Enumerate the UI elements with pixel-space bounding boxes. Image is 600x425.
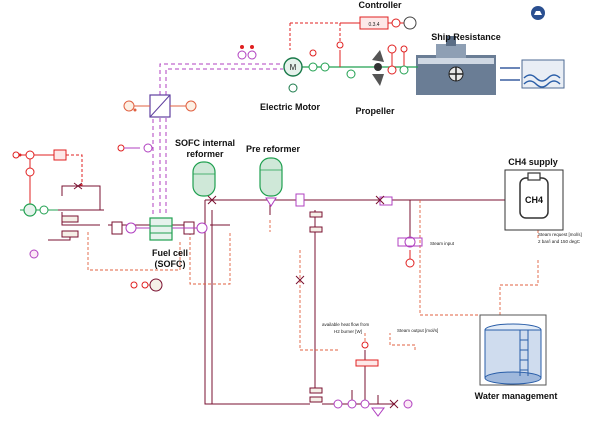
top-right-icon: [531, 6, 545, 20]
ch4-supply-label: CH4 supply: [508, 157, 558, 167]
valves: [73, 182, 399, 409]
steam-output-sensors: [333, 341, 413, 417]
propeller: [372, 44, 409, 86]
power-meter: [237, 45, 257, 60]
misc-sensors: [18, 108, 137, 157]
ch4-supply-block: CH4: [504, 169, 564, 231]
sofc-internal-reformer: [192, 161, 216, 197]
electric-motor: M: [283, 41, 356, 93]
fluid-lines: [48, 185, 505, 405]
ship-resistance-label: Ship Resistance: [431, 32, 501, 42]
controller-block: 0.3.4: [289, 16, 417, 50]
ship-resistance-block: [416, 36, 565, 95]
propeller-label: Propeller: [355, 106, 395, 116]
motor-mark: M: [290, 63, 297, 72]
steam-request-annotation-2: 2 bar/i and 150 degC: [538, 239, 581, 244]
sofc-internal-label-line2: reformer: [186, 149, 224, 159]
electric-motor-label: Electric Motor: [260, 102, 321, 112]
available-heat-annotation-2: H2 burner [W]: [334, 329, 362, 334]
fuel-cell-label-line2: (SOFC): [155, 259, 186, 269]
pre-reformer: [259, 157, 283, 207]
pre-reformer-label: Pre reformer: [246, 144, 301, 154]
available-heat-annotation-1: available heat flow from: [322, 322, 370, 327]
heat-exchangers: [61, 193, 393, 403]
controller-box-text: 0.3.4: [368, 22, 379, 28]
steam-output-annotation: Steam output [mol/s]: [397, 328, 438, 333]
inverter: [123, 94, 197, 118]
left-control-loop: [12, 143, 153, 217]
water-management-label: Water management: [475, 391, 558, 401]
ch4-tank-mark: CH4: [525, 195, 543, 205]
burner: [29, 249, 163, 292]
power-lines: [152, 63, 283, 215]
steam-input-sensor: [397, 236, 423, 268]
water-management-tank: [479, 314, 547, 386]
steam-input-annotation: Steam input: [430, 241, 455, 246]
sofc-internal-label-line1: SOFC internal: [175, 138, 235, 148]
drive-shaft: [300, 50, 418, 68]
fuel-cell-label-line1: Fuel cell: [152, 248, 188, 258]
steam-request-annotation-1: Steam request [mol/s]: [538, 232, 582, 237]
fuel-cell-stack: [111, 217, 208, 241]
controller-label: Controller: [358, 0, 401, 10]
